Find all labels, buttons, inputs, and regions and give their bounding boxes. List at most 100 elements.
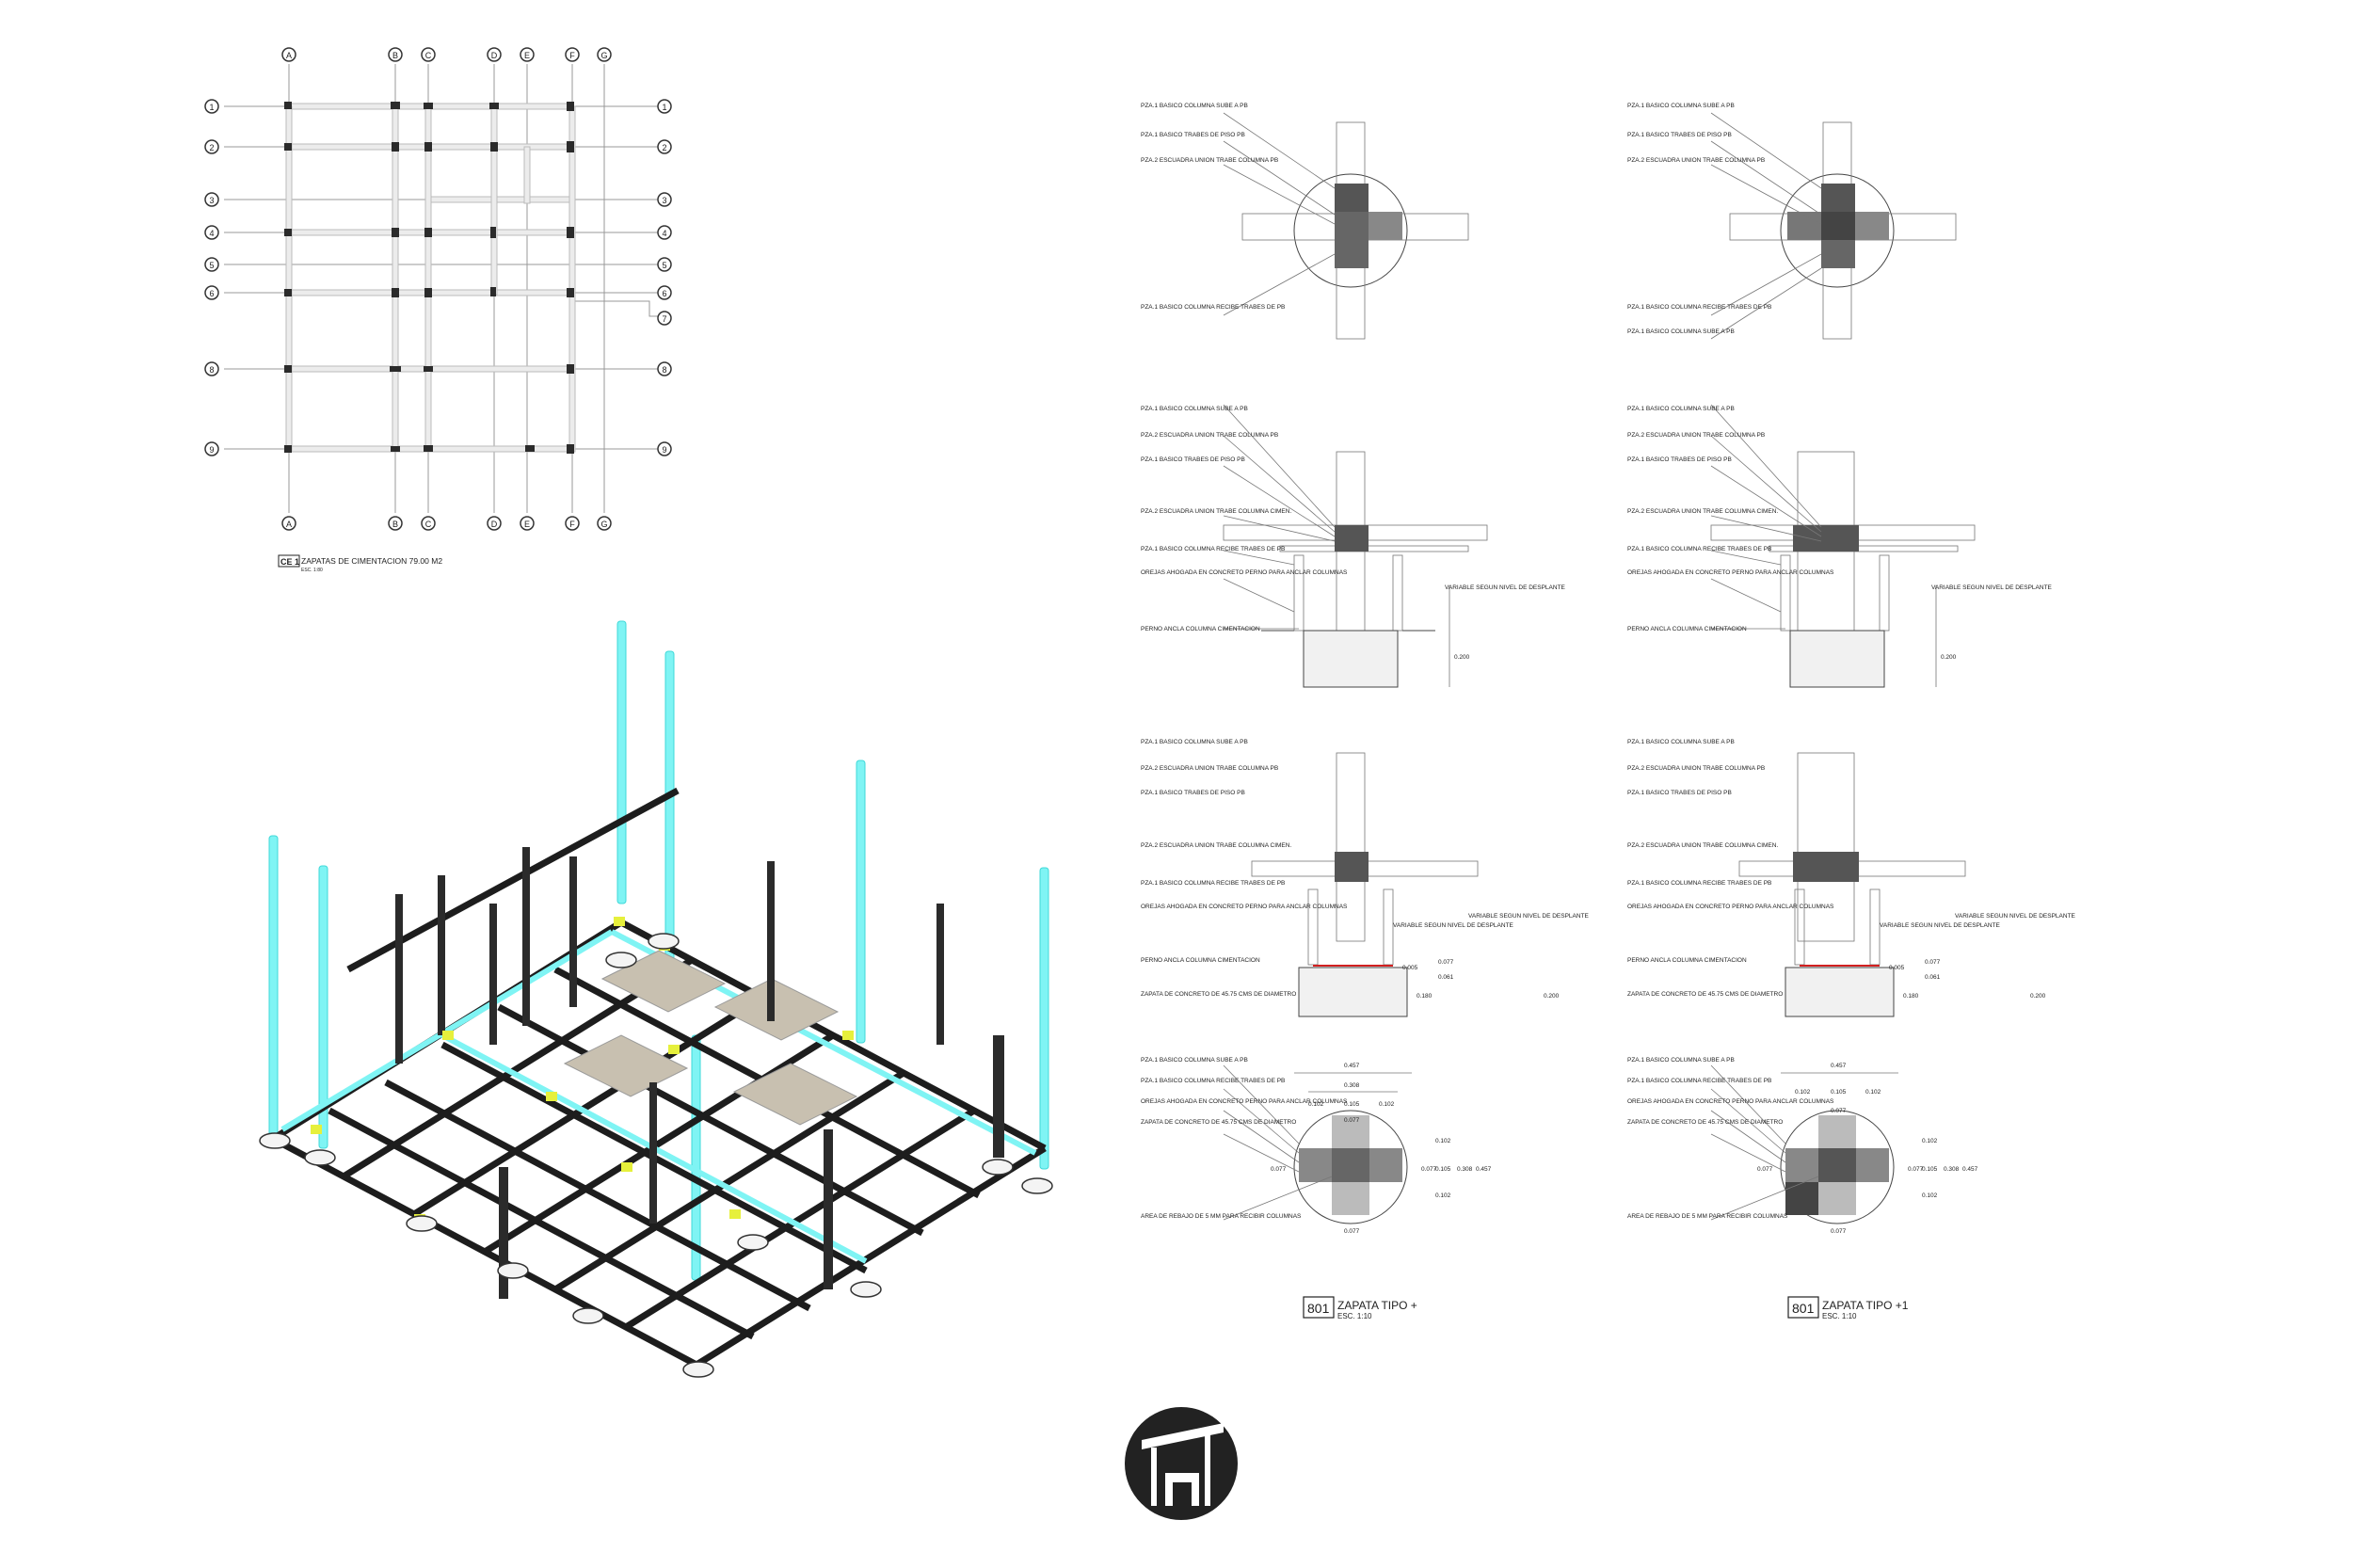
dim-077-8d: 0.077 (1908, 1166, 1924, 1173)
label-zapata-5: ZAPATA DE CONCRETO DE 45.75 CMS DE DIAME… (1141, 991, 1296, 998)
dim-457-7b: 0.457 (1476, 1166, 1492, 1173)
row-label-1-right: 1 (662, 103, 666, 112)
dim-102-7d: 0.102 (1435, 1192, 1451, 1199)
plan-title-box (278, 554, 300, 568)
label-trabes-4: PZA.1 BASICO TRABES DE PISO PB (1627, 456, 1732, 463)
label-zapata-6: ZAPATA DE CONCRETO DE 45.75 CMS DE DIAME… (1627, 991, 1783, 998)
grid-label-f-top: F (569, 51, 575, 60)
detail-scale-2: ESC. 1:10 (1822, 1312, 1857, 1320)
dim-102-8c: 0.102 (1922, 1138, 1938, 1144)
grid-label-d-bottom: D (491, 520, 498, 529)
row-label-8-right: 8 (662, 365, 666, 375)
dim-102-8a: 0.102 (1795, 1089, 1811, 1096)
label-escuadra-3: PZA.2 ESCUADRA UNION TRABE COLUMNA PB (1141, 432, 1278, 439)
label-sube-8: PZA.1 BASICO COLUMNA SUBE A PB (1627, 1057, 1735, 1064)
label-escuadra-6: PZA.2 ESCUADRA UNION TRABE COLUMNA PB (1627, 765, 1765, 772)
grid-bubble-b-top (388, 47, 403, 62)
row-label-4-right: 4 (662, 229, 666, 238)
dim-457-8: 0.457 (1831, 1063, 1847, 1069)
grid-label-c-top: C (425, 51, 432, 60)
dim-005-6: 0.005 (1889, 965, 1905, 971)
detail-title-2: 801 ZAPATA TIPO +1 ESC. 1:10 (1787, 1296, 1909, 1320)
label-recibe-5: PZA.1 BASICO COLUMNA RECIBE TRABES DE PB (1141, 880, 1285, 887)
dim-105-7b: 0.105 (1435, 1166, 1451, 1173)
label-cimen-3: PZA.2 ESCUADRA UNION TRABE COLUMNA CIMEN… (1141, 508, 1291, 515)
label-recibe-4: PZA.1 BASICO COLUMNA RECIBE TRABES DE PB (1627, 546, 1771, 552)
row-label-5-left: 5 (209, 261, 214, 270)
dim-200-4: 0.200 (1941, 654, 1957, 661)
grid-label-b-bottom: B (392, 520, 398, 529)
detail-plan-cross-plus1: PZA.1 BASICO COLUMNA SUBE A PB PZA.1 BAS… (1627, 103, 1957, 340)
label-cimen-4: PZA.2 ESCUADRA UNION TRABE COLUMNA CIMEN… (1627, 508, 1778, 515)
grid-bubble-a-top (281, 47, 296, 62)
label-trabes-3: PZA.1 BASICO TRABES DE PISO PB (1141, 456, 1245, 463)
detail-scale-1: ESC. 1:10 (1337, 1312, 1372, 1320)
row-label-5-right: 5 (662, 261, 666, 270)
grid-label-c-bottom: C (425, 520, 432, 529)
row-label-9-right: 9 (662, 445, 666, 455)
dim-200-3: 0.200 (1454, 654, 1470, 661)
dim-077-5: 0.077 (1438, 959, 1454, 966)
label-cimen-5: PZA.2 ESCUADRA UNION TRABE COLUMNA CIMEN… (1141, 842, 1291, 849)
detail-section-1: PZA.1 BASICO COLUMNA SUBE A PB PZA.2 ESC… (1141, 404, 1566, 688)
label-zapata-7: ZAPATA DE CONCRETO DE 45.75 CMS DE DIAME… (1141, 1119, 1296, 1126)
dim-102-8d: 0.102 (1922, 1192, 1938, 1199)
dim-200-6: 0.200 (2030, 993, 2046, 1000)
label-perno-6: PERNO ANCLA COLUMNA CIMENTACION (1627, 957, 1747, 964)
row-label-7-right: 7 (662, 314, 666, 324)
row-label-2-left: 2 (209, 143, 214, 152)
label-recibe-8: PZA.1 BASICO COLUMNA RECIBE TRABES DE PB (1627, 1078, 1771, 1084)
grid-bubble-e-top (520, 47, 535, 62)
label-orejas-6: OREJAS AHOGADA EN CONCRETO PERNO PARA AN… (1627, 904, 1834, 910)
label-perno-5: PERNO ANCLA COLUMNA CIMENTACION (1141, 957, 1260, 964)
plan-title: ZAPATAS DE CIMENTACION 79.00 M2 (301, 556, 442, 566)
label-zapata-8: ZAPATA DE CONCRETO DE 45.75 CMS DE DIAME… (1627, 1119, 1783, 1126)
label-recibe-1: PZA.1 BASICO COLUMNA RECIBE TRABES DE PB (1141, 304, 1285, 311)
detail-code-2: 801 (1792, 1301, 1815, 1316)
grid-bubble-c-top (421, 47, 436, 62)
dim-102-7c: 0.102 (1435, 1138, 1451, 1144)
label-recibe-6: PZA.1 BASICO COLUMNA RECIBE TRABES DE PB (1627, 880, 1771, 887)
label-variable-5a: VARIABLE SEGUN NIVEL DE DESPLANTE (1393, 922, 1514, 929)
detail-title-1: 801 ZAPATA TIPO + ESC. 1:10 (1303, 1296, 1417, 1320)
label-variable-3: VARIABLE SEGUN NIVEL DE DESPLANTE (1445, 584, 1566, 591)
dim-308-8: 0.308 (1944, 1166, 1960, 1173)
dim-105-8b: 0.105 (1922, 1166, 1938, 1173)
dim-077-8a: 0.077 (1831, 1108, 1847, 1114)
row-label-3-right: 3 (662, 196, 666, 205)
dim-061-6: 0.061 (1925, 974, 1941, 981)
dim-308-7b: 0.308 (1457, 1166, 1473, 1173)
row-label-1-left: 1 (209, 103, 214, 112)
grid-bubble-f-top (565, 47, 580, 62)
plan-scale: ESC. 1:80 (301, 568, 323, 573)
row-label-6-right: 6 (662, 289, 666, 298)
grid-bubble-d-top (487, 47, 502, 62)
dim-105-8: 0.105 (1831, 1089, 1847, 1096)
label-sube-5: PZA.1 BASICO COLUMNA SUBE A PB (1141, 739, 1248, 745)
label-area-8: AREA DE REBAJO DE 5 MM PARA RECIBIR COLU… (1627, 1213, 1788, 1220)
row-label-8-left: 8 (209, 365, 214, 375)
dim-077-7c: 0.077 (1271, 1166, 1287, 1173)
grid-label-f-bottom: F (569, 520, 575, 529)
grid-label-e-bottom: E (524, 520, 530, 529)
label-variable-5b: VARIABLE SEGUN NIVEL DE DESPLANTE (1468, 913, 1590, 920)
foundation-plan: A B C D E F G A B C D E F G 1 2 3 4 5 6 (204, 47, 672, 573)
label-area-7: AREA DE REBAJO DE 5 MM PARA RECIBIR COLU… (1141, 1213, 1302, 1220)
dim-077-8c: 0.077 (1757, 1166, 1773, 1173)
detail-title-text-2: ZAPATA TIPO +1 (1822, 1299, 1909, 1312)
label-sube-1: PZA.1 BASICO COLUMNA SUBE A PB (1141, 103, 1248, 109)
row-label-4-left: 4 (209, 229, 214, 238)
label-escuadra-2: PZA.2 ESCUADRA UNION TRABE COLUMNA PB (1627, 157, 1765, 164)
label-cimen-6: PZA.2 ESCUADRA UNION TRABE COLUMNA CIMEN… (1627, 842, 1778, 849)
label-orejas-5: OREJAS AHOGADA EN CONCRETO PERNO PARA AN… (1141, 904, 1348, 910)
detail-plan-cross: PZA.1 BASICO COLUMNA SUBE A PB PZA.1 BAS… (1141, 103, 1469, 340)
dim-457-7: 0.457 (1344, 1063, 1360, 1069)
row-label-2-right: 2 (662, 143, 666, 152)
label-trabes-6: PZA.1 BASICO TRABES DE PISO PB (1627, 790, 1732, 796)
label-trabes-2: PZA.1 BASICO TRABES DE PISO PB (1627, 132, 1732, 138)
label-orejas-8: OREJAS AHOGADA EN CONCRETO PERNO PARA AN… (1627, 1098, 1834, 1105)
dim-180-6: 0.180 (1903, 993, 1919, 1000)
house-roof-logo-icon (1125, 1407, 1238, 1520)
row-label-6-left: 6 (209, 289, 214, 298)
dim-102-8b: 0.102 (1865, 1089, 1881, 1096)
